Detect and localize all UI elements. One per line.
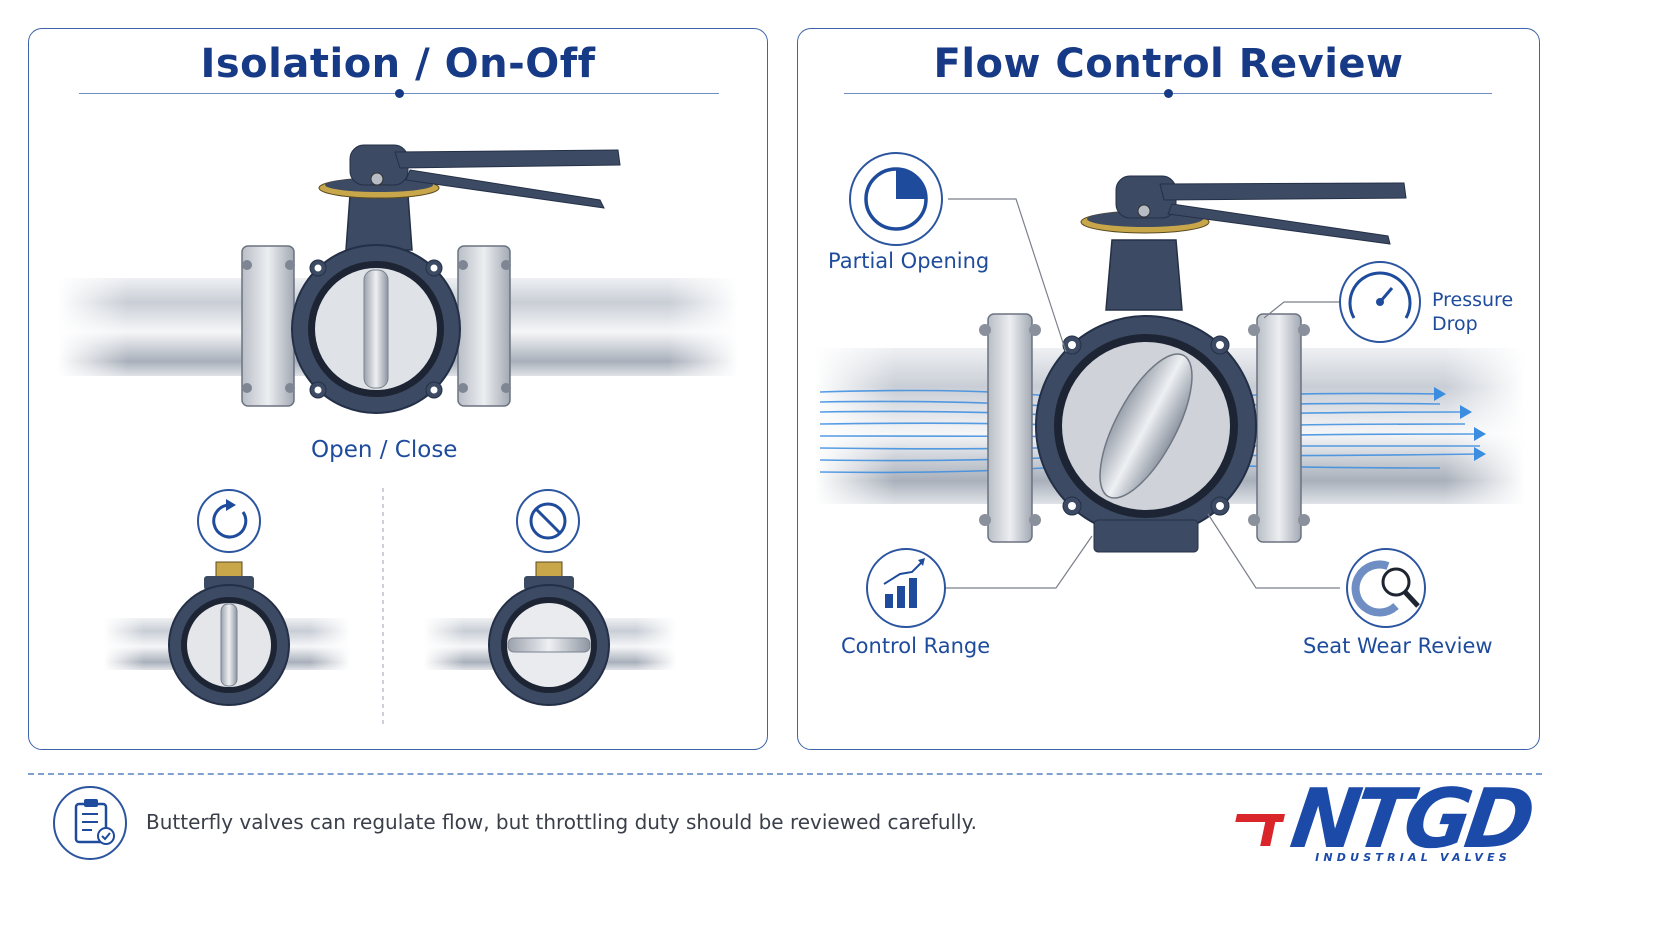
clipboard-check-icon [53,786,127,860]
footer-divider [28,773,1542,775]
callout-pressure-drop: Pressure Drop [1432,289,1514,335]
flange-right [979,313,1310,543]
magnifier-icon [1346,548,1426,628]
title-divider [79,89,719,98]
small-valve-open [104,561,350,706]
callout-control-range: Control Range [841,634,991,658]
open-close-label: Open / Close [311,437,458,463]
logo-tagline: INDUSTRIAL VALVES [1315,851,1511,864]
panel-title-flow-control: Flow Control Review [933,41,1404,87]
footer-note: Butterfly valves can regulate flow, but … [146,810,977,834]
title-divider [844,89,1492,98]
lever-handle-right [1115,175,1407,245]
gauge-icon [1339,261,1421,343]
small-valve-closed [424,561,676,706]
lever-handle-left [349,144,621,209]
pie-chart-icon [849,152,943,246]
flow-arrowheads [1434,387,1486,461]
flow-control-panel: Flow Control Review [797,28,1540,750]
valve-body-right [1035,210,1257,553]
blocked-icon [516,489,580,553]
logo-red-t [1235,814,1285,846]
callout-leaders [946,198,1340,589]
valve-body-left [291,177,461,414]
callout-seat-wear-review: Seat Wear Review [1303,634,1493,658]
callout-partial-opening: Partial Opening [828,249,990,273]
bar-chart-icon [866,548,946,628]
rotate-icon [197,489,261,553]
panel-title-isolation: Isolation / On-Off [200,41,596,87]
